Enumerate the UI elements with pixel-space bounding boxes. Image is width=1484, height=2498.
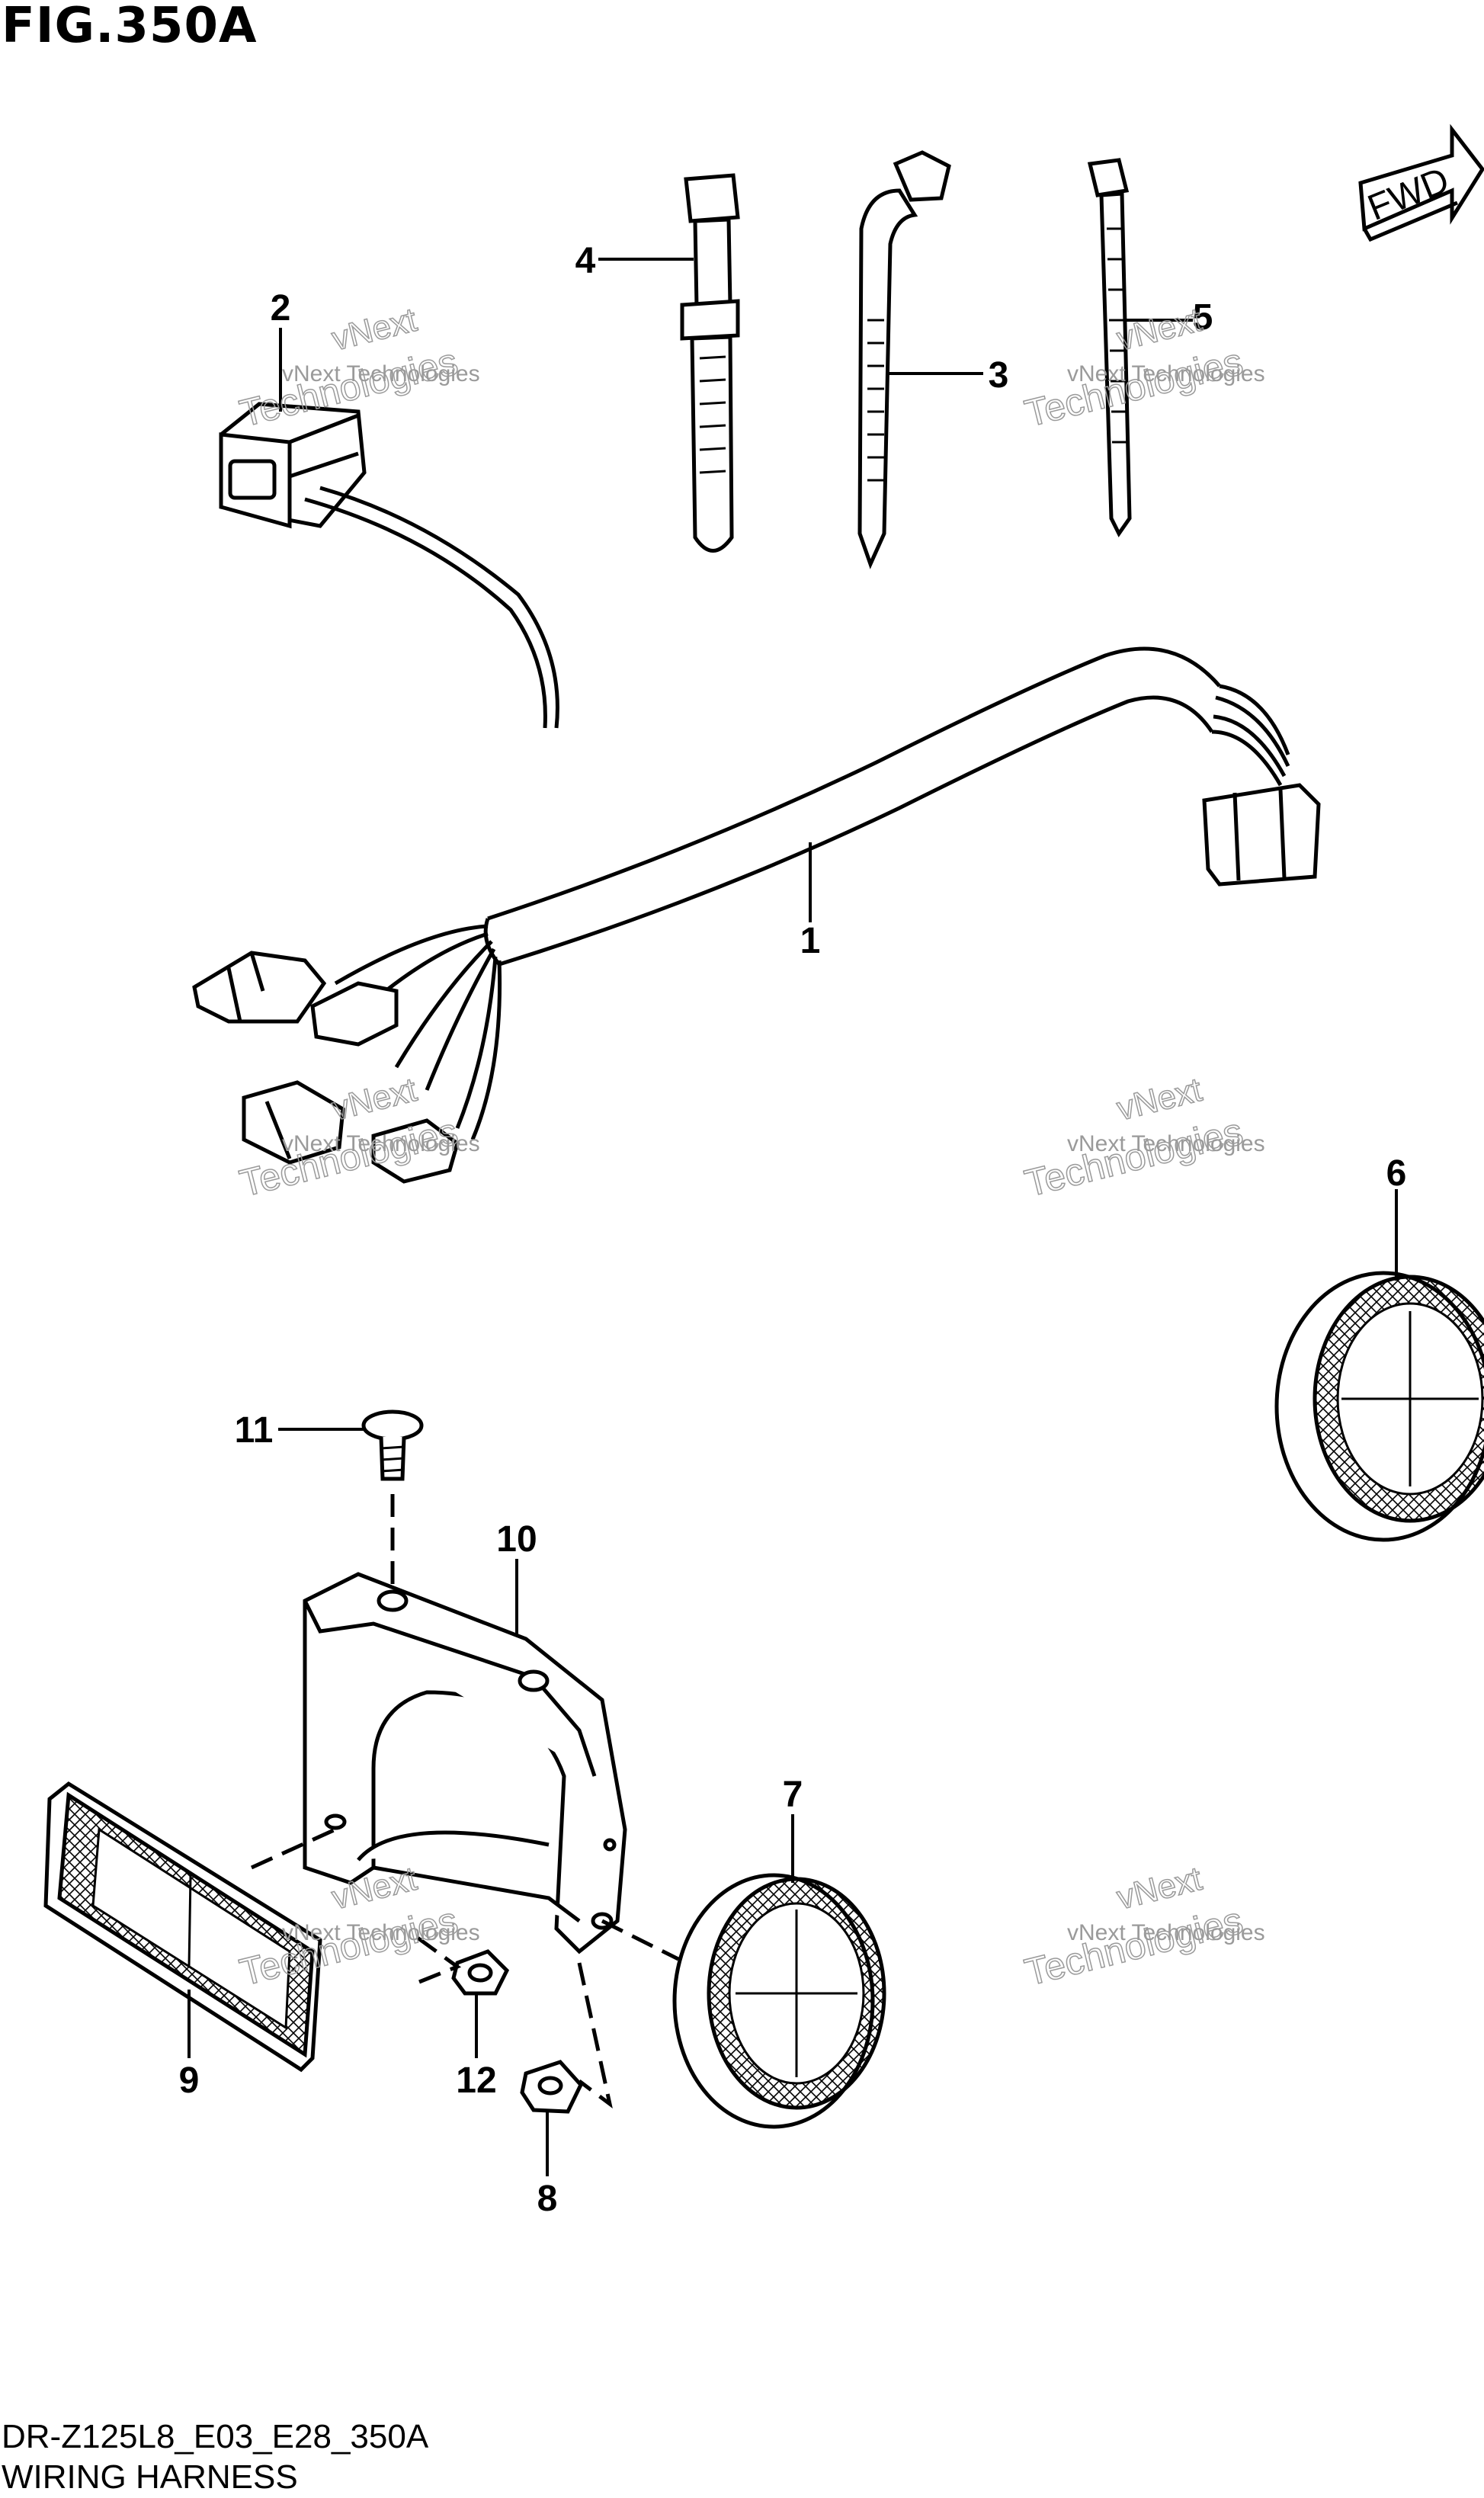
leader-lines [188, 258, 1398, 2176]
part-9-rect-reflector [43, 1781, 337, 2073]
watermark-text: vNext [1114, 1860, 1206, 1917]
part-12-nut [414, 1934, 510, 1996]
part-5-cable-tie [1087, 158, 1132, 537]
watermark-text: vNext Technologies [1067, 1131, 1265, 1156]
callout-9: 9 [179, 2060, 200, 2101]
watermark-text: vNext Technologies [282, 1920, 480, 1945]
part-8-nut [520, 1962, 613, 2114]
callout-4: 4 [575, 241, 596, 281]
callout-6: 6 [1386, 1153, 1407, 1194]
watermarks: vNext Technologies vNext Technologies vN… [235, 300, 1265, 1994]
watermark-text: vNext Technologies [1067, 361, 1265, 386]
callout-12: 12 [456, 2060, 496, 2101]
part-4-cable-band [680, 173, 740, 553]
callout-2: 2 [271, 288, 291, 329]
callout-11: 11 [235, 1410, 274, 1451]
figure-subtitle: WIRING HARNESS [2, 2458, 298, 2496]
watermark-text: vNext Technologies [1067, 1920, 1265, 1945]
watermark-text: vNext [1114, 301, 1206, 358]
watermark-text: vNext [329, 1071, 421, 1128]
fwd-arrow-icon: FWD [1358, 123, 1484, 242]
watermark-text: vNext Technologies [282, 361, 480, 386]
figure-code: DR-Z125L8_E03_E28_350A [2, 2418, 429, 2455]
part-2-connector [219, 402, 559, 729]
part-1-wiring-harness [192, 646, 1321, 1184]
part-6-round-reflector [1274, 1271, 1484, 1542]
watermark-text: vNext Technologies [282, 1131, 480, 1156]
callout-5: 5 [1193, 297, 1213, 338]
callout-7: 7 [783, 1775, 803, 1815]
callout-10: 10 [496, 1519, 537, 1560]
callout-3: 3 [989, 355, 1009, 396]
watermark-text: vNext [1114, 1071, 1206, 1128]
callout-8: 8 [537, 2179, 558, 2219]
part-3-cable-tie [857, 150, 951, 569]
watermark-text: vNext [329, 301, 421, 358]
callout-labels: 1 2 3 4 5 6 7 8 9 10 11 12 [179, 241, 1407, 2219]
part-11-screw [361, 1409, 424, 1601]
figure-title: FIG.350A [2, 0, 258, 54]
part-10-bracket [303, 1572, 627, 1954]
callout-1: 1 [800, 921, 821, 961]
part-7-round-reflector [601, 1873, 886, 2129]
